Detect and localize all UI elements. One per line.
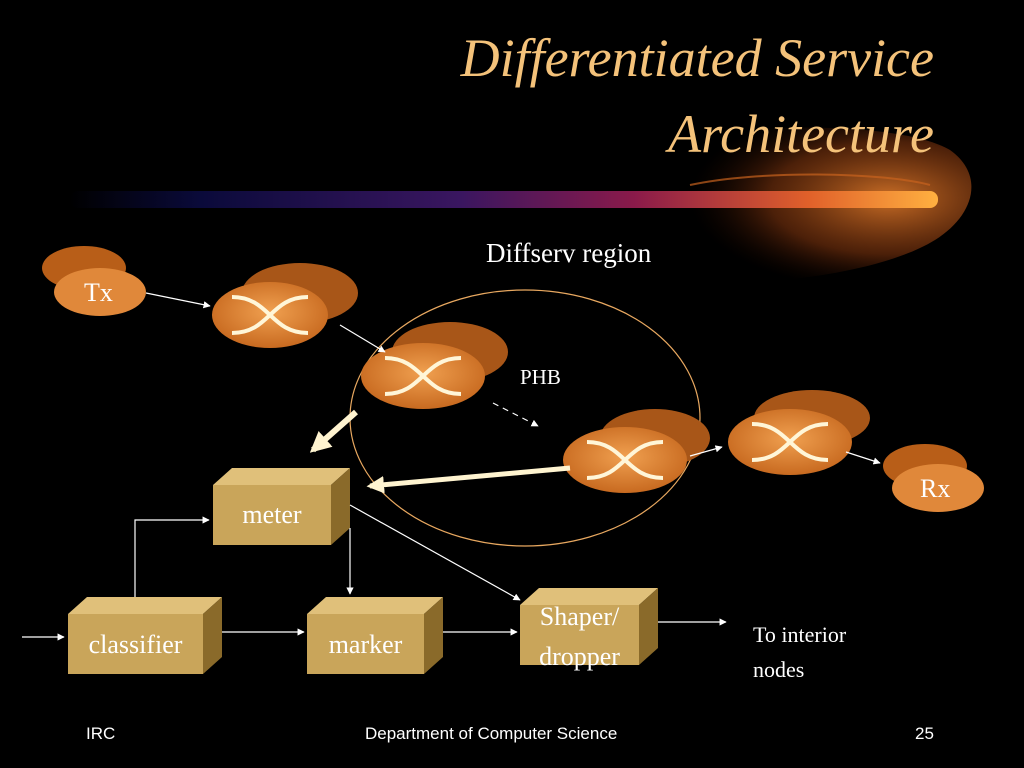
tx-host xyxy=(42,246,146,316)
slide-title-line-1: Differentiated Service xyxy=(460,28,934,88)
classifier-label: classifier xyxy=(88,630,183,659)
arrow-router3-router4 xyxy=(689,445,723,457)
shaper-dropper-box xyxy=(520,588,658,665)
classifier-box xyxy=(68,597,222,674)
output-label-line-1: To interior xyxy=(753,622,847,647)
arrow-phb-dashed xyxy=(492,402,539,427)
footer-left: IRC xyxy=(86,724,116,743)
zoom-arrow-router3 xyxy=(366,465,571,494)
arrow-router4-rx xyxy=(845,451,881,465)
meter-box xyxy=(213,468,350,545)
diffserv-region-label: Diffserv region xyxy=(486,238,652,268)
shaper-label-line-2: dropper xyxy=(539,642,620,671)
zoom-arrow-router2 xyxy=(309,409,358,453)
footer-center: Department of Computer Science xyxy=(365,724,618,743)
router-1 xyxy=(212,263,358,348)
rx-host xyxy=(883,444,984,512)
slide-title-line-2: Architecture xyxy=(668,104,934,164)
meter-label: meter xyxy=(242,500,302,529)
page-number: 25 xyxy=(915,724,934,743)
arrow-meter-shaper xyxy=(349,504,521,601)
arrow-classifier-meter xyxy=(134,516,210,597)
decorative-swoosh xyxy=(70,127,972,284)
router-2 xyxy=(361,322,508,409)
tx-label: Tx xyxy=(84,278,113,307)
phb-label: PHB xyxy=(520,365,561,389)
shaper-label-line-1: Shaper/ xyxy=(539,602,620,631)
arrow-router1-router2 xyxy=(339,324,386,353)
router-3 xyxy=(563,409,710,493)
rx-label: Rx xyxy=(920,474,951,503)
marker-box xyxy=(307,597,443,674)
arrow-tx-router1 xyxy=(145,292,211,309)
marker-label: marker xyxy=(328,630,403,659)
output-label-line-2: nodes xyxy=(753,657,805,682)
router-4 xyxy=(728,390,870,475)
